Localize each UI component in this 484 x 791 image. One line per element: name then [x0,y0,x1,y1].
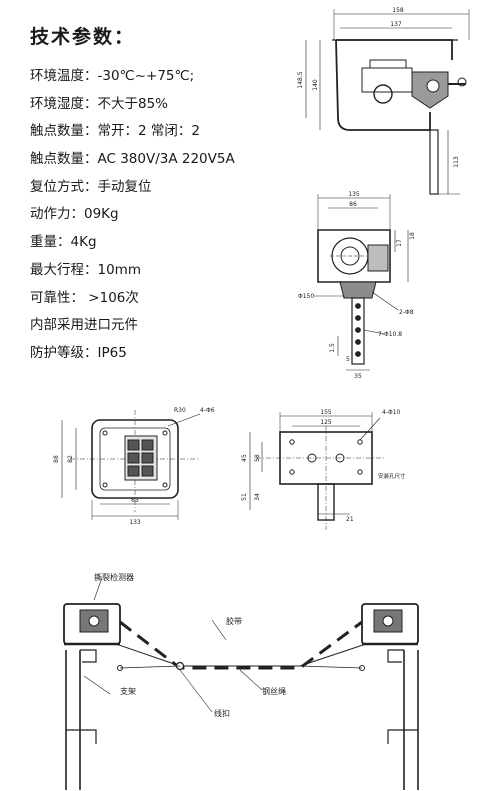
specs-title: 技术参数： [30,26,136,48]
label-conveyor-belt: 胶带 [226,616,242,626]
specifications-block: 技术参数： 环境温度：-30℃~+75℃; 环境湿度：不大于85% 触点数量：常… [30,18,270,368]
label-wire-rope: 钢丝绳 [262,686,286,696]
label-bracket: 支架 [120,686,136,696]
mounting-hole-note: 安装孔尺寸 [378,472,406,480]
dim-135: 135 [348,191,360,198]
dim-4-phi10: 4-Φ10 [382,409,401,416]
dim-2-phi8: 2-Φ8 [399,309,414,316]
dim-51: 51 [241,493,248,501]
dim-18: 18 [409,232,416,240]
dim-140: 140 [312,79,319,91]
dim-35: 35 [354,373,362,380]
spec-ambient-temperature: 环境温度：-30℃~+75℃; [30,68,195,84]
side-section-drawing [305,9,470,195]
spec-protection-rating: 防护等级：IP65 [30,344,127,361]
mounting-plate-drawing [249,412,384,530]
dim-158: 158 [392,7,404,14]
dim-phi150: Φ150 [298,293,314,300]
dim-148-5: 148.5 [297,71,304,88]
dim-58: 58 [254,454,261,462]
spec-contact-rating: 触点数量：AC 380V/3A 220V5A [30,151,235,168]
dim-133: 133 [129,519,141,526]
dim-4-phi6: 4-Φ6 [200,407,215,414]
dim-125: 125 [320,419,332,426]
dim-113: 113 [453,156,460,168]
label-wire-clip: 线扣 [214,708,230,718]
dim-65: 65 [131,497,139,504]
dim-86: 86 [349,201,357,208]
dim-1-5: 1.5 [329,343,336,353]
dim-155: 155 [320,409,332,416]
dim-17: 17 [396,239,403,247]
dim-45: 45 [241,454,248,462]
spec-max-travel: 最大行程：10mm [30,261,141,278]
spec-actuation-force: 动作力：09Kg [30,206,119,223]
dim-7-phi10-8: 7-Φ10.8 [378,331,402,338]
spec-ambient-humidity: 环境湿度：不大于85% [30,95,169,112]
spec-reliability: 可靠性： >106次 [30,289,139,306]
base-plate-drawing [61,410,201,520]
dim-34: 34 [254,493,261,501]
front-view-drawing [314,194,409,371]
dim-137: 137 [390,21,402,28]
installation-diagram [63,577,419,790]
dim-88: 88 [53,455,60,463]
spec-reset-mode: 复位方式：手动复位 [30,178,152,195]
spec-imported-components: 内部采用进口元件 [30,317,138,334]
spec-weight: 重量：4Kg [30,234,97,251]
spec-contact-count: 触点数量：常开：2 常闭：2 [30,123,200,140]
dim-5: 5 [346,356,350,363]
dim-82: 82 [67,455,74,463]
label-tear-detector: 撕裂检测器 [94,572,134,582]
dim-r30: R30 [174,407,186,414]
dim-21: 21 [346,516,354,523]
